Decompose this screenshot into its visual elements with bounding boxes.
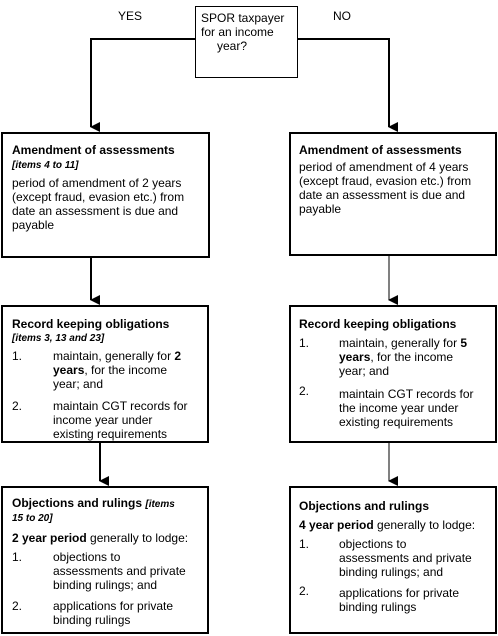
- left-record-item-2-line-3: existing requirements: [53, 427, 168, 441]
- right-objections-item-1-line-2: assessments and private: [339, 551, 472, 565]
- left-objections-item-1-line-1: objections to: [53, 550, 121, 564]
- right-record-item-1-line-3: year; and: [339, 364, 390, 378]
- right-amendment-box: Amendment of assessments period of amend…: [289, 132, 497, 256]
- right-objections-period-line: 4 year period generally to lodge:: [299, 518, 476, 532]
- left-amendment-box: Amendment of assessments [items 4 to 11]…: [1, 132, 210, 258]
- left-record-years-word: years: [53, 363, 85, 377]
- right-record-num-2: 2.: [299, 384, 310, 398]
- yes-branch-line: [90, 38, 195, 132]
- left-objections-items-a: [items: [145, 499, 175, 510]
- left-objections-title: Objections and rulings: [12, 496, 143, 510]
- left-record-years-num: 2: [174, 349, 182, 363]
- right-record-item-2-line-1: maintain CGT records for: [339, 387, 474, 401]
- left-objections-item-2-line-1: applications for private: [53, 599, 174, 613]
- left-record-item-2-line-2: income year under: [53, 413, 153, 427]
- left-objections-num-1: 1.: [12, 550, 23, 564]
- right-record-item-1-line-1: maintain, generally for 5: [339, 336, 468, 350]
- right-record-years-word: years: [339, 350, 371, 364]
- right-objections-box: Objections and rulings 4 year period gen…: [289, 486, 497, 634]
- right-record-years-num: 5: [460, 336, 468, 350]
- left-objections-period-line: 2 year period generally to lodge:: [12, 531, 189, 545]
- left-record-item-2-line-1: maintain CGT records for: [53, 399, 188, 413]
- left-objections-items-b: 15 to 20]: [12, 513, 53, 524]
- right-record-item-2-line-3: existing requirements: [339, 415, 454, 429]
- left-record-title: Record keeping obligations: [12, 317, 170, 331]
- right-record-box: Record keeping obligations 1. maintain, …: [289, 305, 497, 443]
- left-record-item-1-line-3: year; and: [53, 377, 104, 391]
- left-objections-box: Objections and rulings [items 15 to 20] …: [1, 486, 209, 634]
- right-record-item-2-line-2: the income year under: [339, 401, 459, 415]
- right-objections-title: Objections and rulings: [299, 499, 430, 513]
- left-amendment-body-4: payable: [12, 218, 55, 232]
- right-objections-item-1-line-1: objections to: [339, 537, 407, 551]
- question-line-1: SPOR taxpayer: [201, 11, 285, 25]
- right-amendment-body-2: (except fraud, evasion etc.) from: [299, 174, 472, 188]
- right-record-item-1-line-2: years, for the income: [339, 350, 454, 364]
- left-objections-period: 2 year period: [12, 531, 87, 545]
- left-record-items: [items 3, 13 and 23]: [12, 333, 105, 344]
- right-amendment-body-1: period of amendment of 4 years: [299, 160, 469, 174]
- question-line-3: year?: [217, 39, 248, 53]
- left-amendment-items: [items 4 to 11]: [12, 160, 79, 171]
- right-objections-item-1-line-3: binding rulings; and: [339, 565, 444, 579]
- right-record-num-1: 1.: [299, 336, 310, 350]
- left-objections-item-1-line-3: binding rulings; and: [53, 578, 158, 592]
- question-line-2: for an income: [201, 25, 274, 39]
- right-amendment-title: Amendment of assessments: [299, 143, 462, 157]
- left-objections-num-2: 2.: [12, 599, 23, 613]
- right-amendment-body-4: payable: [299, 202, 342, 216]
- left-objections-title-line: Objections and rulings [items: [12, 496, 175, 512]
- decision-box: SPOR taxpayer for an income year?: [195, 6, 298, 78]
- left-record-num-2: 2.: [12, 399, 23, 413]
- left-amendment-body-1: period of amendment of 2 years: [12, 176, 182, 190]
- right-objections-item-2-line-1: applications for private: [339, 586, 460, 600]
- no-branch-line: [298, 38, 398, 132]
- right-objections-num-2: 2.: [299, 584, 310, 598]
- right-amendment-body-3: date an assessment is due and: [299, 188, 466, 202]
- right-record-title: Record keeping obligations: [299, 317, 457, 331]
- left-record-num-1: 1.: [12, 349, 23, 363]
- right-objections-period: 4 year period: [299, 518, 374, 532]
- left-record-item-1-line-1: maintain, generally for 2: [53, 349, 182, 363]
- right-objections-item-2-line-2: binding rulings: [339, 600, 417, 614]
- left-amendment-title: Amendment of assessments: [12, 143, 175, 157]
- yes-label: YES: [118, 9, 143, 23]
- left-amendment-body-2: (except fraud, evasion etc.) from: [12, 190, 185, 204]
- left-amendment-body-3: date an assessment is due and: [12, 204, 179, 218]
- left-record-box: Record keeping obligations [items 3, 13 …: [1, 305, 209, 443]
- no-label: NO: [333, 9, 351, 23]
- left-objections-item-1-line-2: assessments and private: [53, 564, 186, 578]
- right-objections-num-1: 1.: [299, 537, 310, 551]
- left-record-item-1-line-2: years, for the income: [53, 363, 168, 377]
- left-objections-item-2-line-2: binding rulings: [53, 613, 131, 627]
